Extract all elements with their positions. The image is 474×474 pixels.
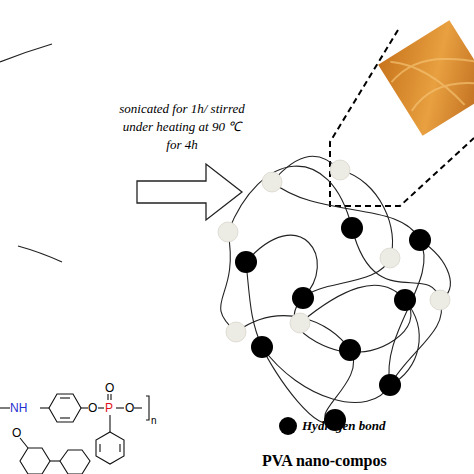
process-condition: sonicated for 1h/ stirred under heating … bbox=[116, 100, 248, 154]
zoom-outline bbox=[330, 30, 474, 206]
subscript-label: n bbox=[151, 414, 157, 428]
cropped-line bbox=[0, 44, 52, 62]
chemical-structure bbox=[0, 394, 149, 474]
polymer-chains bbox=[221, 156, 451, 423]
hydrogen-bond-dots bbox=[235, 217, 431, 431]
atom-label: O bbox=[105, 381, 114, 395]
atom-label: O bbox=[88, 401, 97, 415]
process-arrow bbox=[137, 164, 242, 220]
cropped-line bbox=[18, 246, 62, 262]
atom-label: O bbox=[12, 426, 21, 440]
legend-swatch bbox=[279, 417, 297, 435]
polymer-node-dots bbox=[218, 160, 450, 342]
legend-label: Hydrogen bond bbox=[302, 418, 385, 434]
micrograph-image bbox=[378, 20, 474, 136]
atom-label: NH bbox=[10, 401, 27, 415]
atom-label: O bbox=[125, 401, 134, 415]
atom-label: P bbox=[105, 401, 113, 415]
figure-caption: PVA nano-compos bbox=[262, 452, 387, 470]
